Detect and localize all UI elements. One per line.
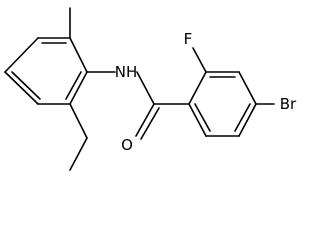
ethyl-bond-1 xyxy=(69,103,88,139)
left-ring-bond-3-inner xyxy=(11,71,41,100)
carbonyl-double-bond-1 xyxy=(135,103,155,137)
left-ring-bond-5-inner xyxy=(65,71,82,100)
right-ring-bond-4 xyxy=(238,103,257,137)
n-carbonyl-bond xyxy=(136,71,155,105)
right-ring-bond-6 xyxy=(188,103,207,137)
oxygen-label: O xyxy=(121,136,133,154)
left-ring-bond-6 xyxy=(69,37,88,73)
ethyl-bond-2 xyxy=(69,137,88,171)
left-ring-bond-5 xyxy=(69,71,88,105)
atom-label-layer: NH O F Br xyxy=(115,30,297,154)
right-ring-bond-3 xyxy=(238,71,257,105)
left-ring-bond-3 xyxy=(4,71,39,105)
nitrogen-label: NH xyxy=(115,63,138,81)
fluorine-label: F xyxy=(184,30,193,48)
right-ring-bond-4-inner xyxy=(234,103,251,132)
right-ring-bond-6-inner xyxy=(194,103,211,132)
molecule-structure-diagram: NH O F Br xyxy=(4,7,297,171)
fluoro-bond xyxy=(192,47,207,73)
left-ring-bond-2 xyxy=(4,37,39,73)
bromine-label: Br xyxy=(280,95,297,113)
right-ring-bond-1 xyxy=(188,71,207,105)
bond-layer xyxy=(4,7,275,171)
carbonyl-double-bond-2 xyxy=(140,107,160,140)
